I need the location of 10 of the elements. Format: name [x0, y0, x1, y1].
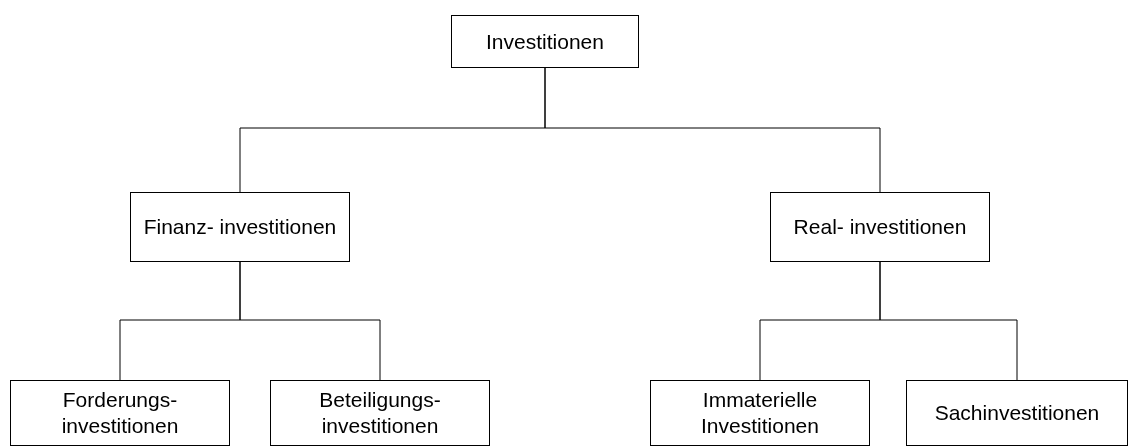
category-box: Investitionen — [451, 15, 639, 68]
category-box: Beteiligungs- investitionen — [270, 380, 490, 446]
connector-line — [239, 261, 381, 381]
category-box: Finanz- investitionen — [130, 192, 350, 262]
category-box: Sachinvestitionen — [906, 380, 1128, 446]
connector-line — [879, 261, 1018, 381]
category-box: Real- investitionen — [770, 192, 990, 262]
category-box: Immaterielle Investitionen — [650, 380, 870, 446]
category-box: Forderungs- investitionen — [10, 380, 230, 446]
connector-line — [544, 67, 881, 193]
